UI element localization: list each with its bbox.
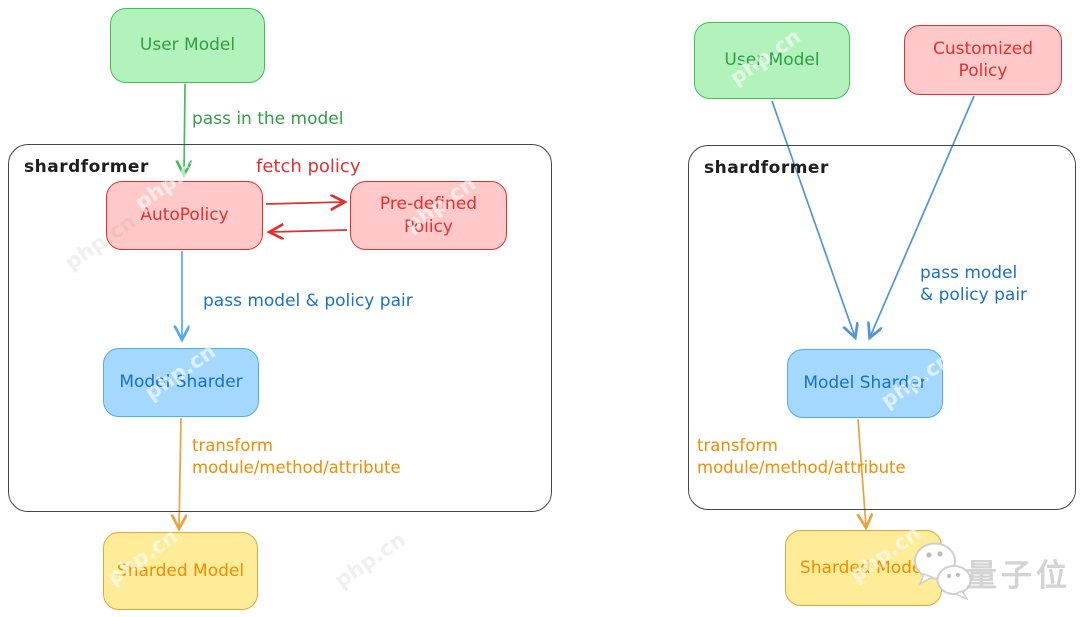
edge-label-pass-in-model: pass in the model bbox=[192, 109, 344, 129]
node-model-sharder-right: Model Sharder bbox=[787, 349, 943, 418]
edge-label-pass-pair-right: pass model & policy pair bbox=[920, 263, 1028, 306]
shardformer-container-right bbox=[688, 145, 1076, 510]
node-customized-policy: Customized Policy bbox=[904, 25, 1062, 95]
node-label: Pre-defined Policy bbox=[379, 194, 478, 237]
brand-watermark-text: 量子位 bbox=[966, 558, 1071, 594]
edge-label-transform-left: transform module/method/attribute bbox=[192, 436, 401, 477]
edge-label-pass-pair-left: pass model & policy pair bbox=[203, 291, 413, 311]
node-user-model-left: User Model bbox=[110, 8, 265, 83]
node-label: AutoPolicy bbox=[140, 205, 229, 226]
site-watermark: php.cn bbox=[398, 64, 479, 130]
node-label: Customized Policy bbox=[932, 38, 1034, 81]
node-label: Sharded Model bbox=[799, 557, 928, 578]
node-label: Model Sharder bbox=[119, 372, 243, 393]
container-label-left: shardformer bbox=[24, 157, 149, 177]
node-label: User Model bbox=[724, 50, 820, 71]
node-autopolicy: AutoPolicy bbox=[106, 181, 263, 250]
site-watermark: php.cn bbox=[330, 527, 411, 593]
node-label: Sharded Model bbox=[116, 560, 245, 581]
node-label: Model Sharder bbox=[803, 373, 927, 394]
node-model-sharder-left: Model Sharder bbox=[103, 348, 259, 417]
node-label: User Model bbox=[139, 35, 236, 56]
edge-label-transform-right: transform module/method/attribute bbox=[697, 436, 906, 477]
shardformer-container-left bbox=[8, 144, 552, 512]
edge-label-fetch-policy: fetch policy bbox=[256, 156, 361, 177]
node-user-model-right: User Model bbox=[694, 22, 850, 99]
brand-logo-icon bbox=[914, 542, 972, 600]
node-predefined-policy: Pre-defined Policy bbox=[350, 181, 507, 250]
node-sharded-model-left: Sharded Model bbox=[103, 532, 258, 610]
container-label-right: shardformer bbox=[704, 158, 829, 178]
